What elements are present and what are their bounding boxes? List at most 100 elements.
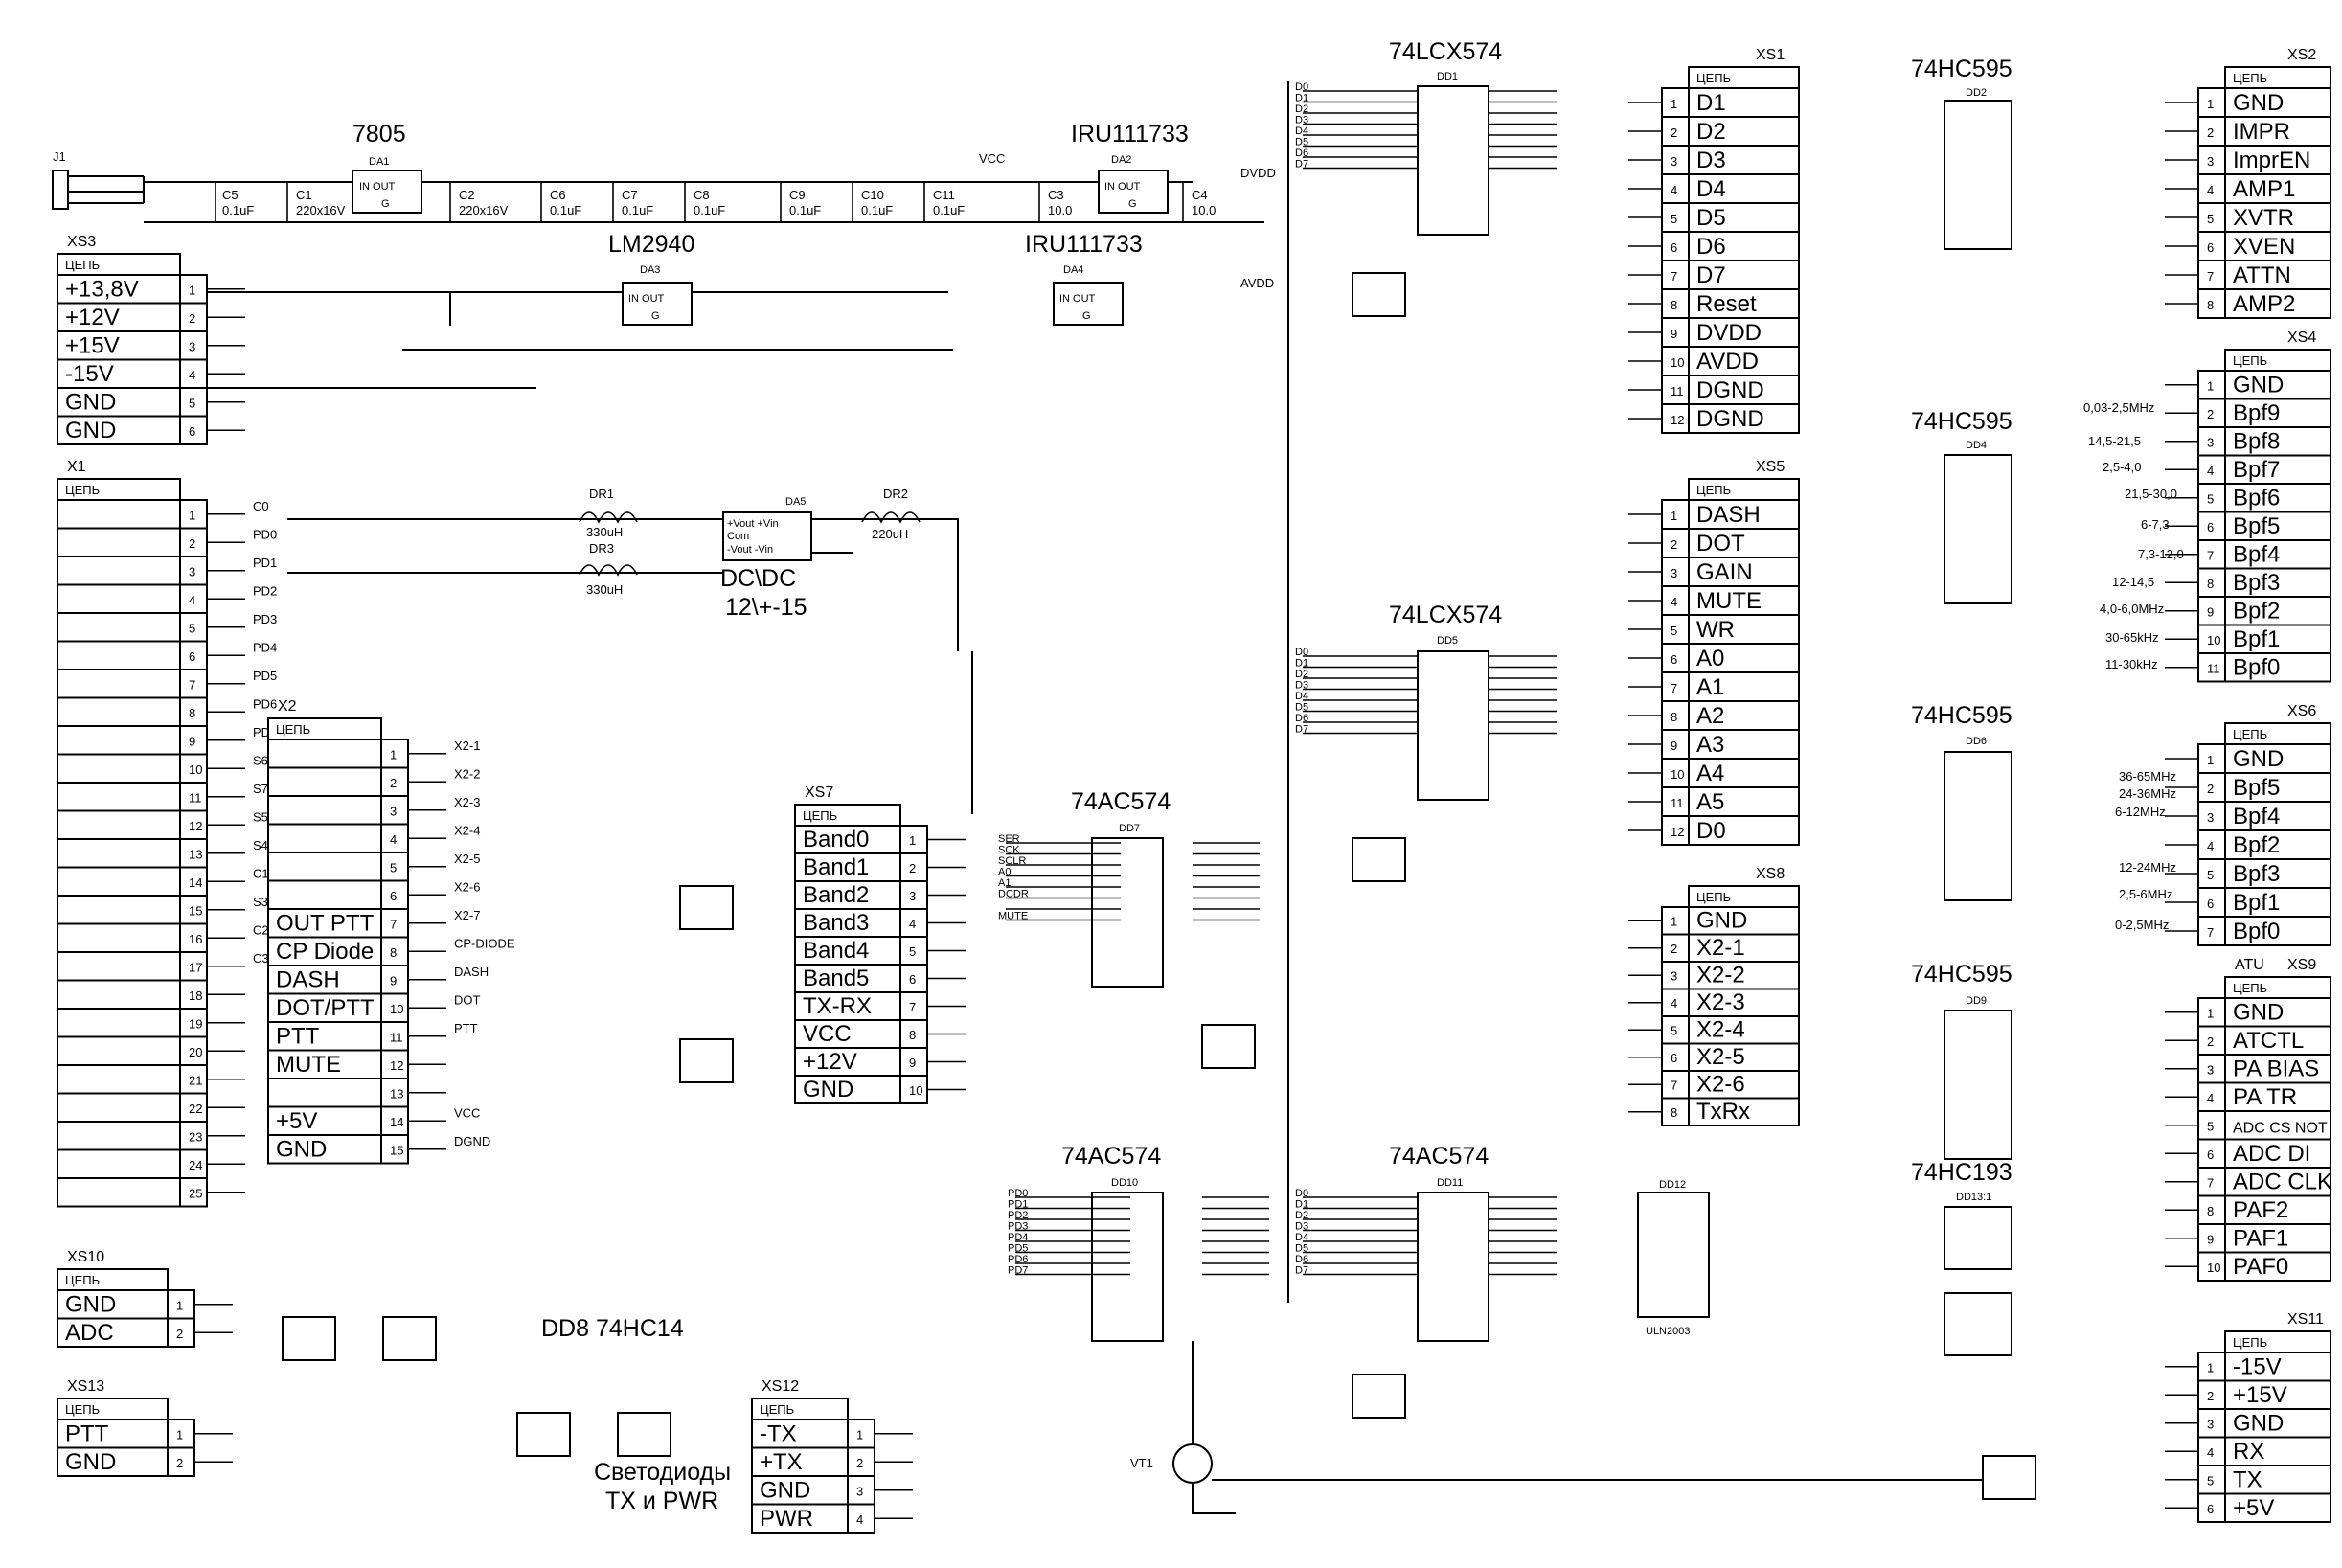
connector-row-label: Bpf4 — [2233, 542, 2280, 568]
connector-pin-number: 1 — [2207, 1361, 2214, 1375]
chip-net-label: D5 — [1295, 137, 1308, 148]
connector-pin-number: 6 — [2207, 520, 2214, 534]
regulator-iru-1 — [1098, 170, 1169, 214]
connector-row-label: Band2 — [803, 882, 869, 908]
connector-row-label: D4 — [1696, 176, 1726, 202]
connector-row-label: Reset — [1696, 291, 1757, 317]
connector-pin-number: 6 — [1671, 1051, 1677, 1065]
connector-cell — [57, 866, 181, 897]
connector-cell — [2224, 1054, 2331, 1084]
connector-row-label: IMPR — [2233, 119, 2290, 145]
chip-net-label: D3 — [1295, 680, 1308, 692]
connector-header: ЦЕПЬ — [65, 1402, 100, 1417]
connector-pin-number: 2 — [2207, 407, 2214, 421]
schmitt-gate-icon — [1352, 837, 1406, 882]
connector-row-label: Bpf6 — [2233, 486, 2280, 511]
connector-cell — [1688, 231, 1800, 261]
connector-pin-number: 1 — [2207, 753, 2214, 767]
regulator-title: LM2940 — [608, 231, 694, 258]
connector-row-label: GND — [2233, 746, 2284, 772]
connector-pin-number: 1 — [189, 509, 195, 523]
connector-row-label: +12V — [803, 1049, 857, 1075]
schmitt-gates — [282, 272, 2036, 1500]
connector-pin-number: 2 — [1671, 125, 1677, 140]
connector-id: XS2 — [2287, 47, 2316, 63]
connector-pin-number: 2 — [2207, 782, 2214, 796]
connector-cell — [1688, 729, 1800, 760]
chip-ref: DD5 — [1437, 635, 1458, 647]
connector-row-label: ADC DI — [2233, 1141, 2310, 1167]
connector-pin-number: 23 — [189, 1130, 202, 1145]
chip-title: 74HC595 — [1911, 961, 2012, 988]
connector-cell — [2224, 1251, 2331, 1282]
svg-text:IN OUT: IN OUT — [628, 293, 665, 305]
connector-id: XS8 — [1756, 866, 1785, 882]
connector-row-label: DOT/PTT — [276, 995, 375, 1021]
connector-id: XS7 — [805, 784, 833, 801]
connector-pin-cell — [2197, 1167, 2226, 1197]
xs4-frequency-labels: 0,03-2,5MHz14,5-21,52,5-4,021,5-30,06-7,… — [2083, 400, 2184, 671]
net-label: C0 — [253, 499, 269, 513]
connector-row-label: PTT — [65, 1421, 109, 1447]
connector-pin-number: 1 — [1671, 915, 1677, 929]
bpf-frequency-label: 2,5-4,0 — [2103, 460, 2141, 474]
connector-pin-number: 6 — [1671, 652, 1677, 667]
connector-pin-cell — [2197, 260, 2226, 290]
connector-pin-number: 2 — [189, 536, 195, 551]
leds-note: Светодиоды — [594, 1459, 731, 1486]
connector-pin-number: 12 — [390, 1058, 403, 1073]
svg-text:+Vout +Vin: +Vout +Vin — [727, 518, 779, 530]
connector-pin-number: 4 — [1671, 996, 1677, 1011]
net-label: S6 — [253, 753, 268, 767]
connector-cell — [57, 499, 181, 530]
connector-row-label: DVDD — [1696, 320, 1762, 346]
net-label: X2-2 — [454, 766, 480, 781]
net-label: PD3 — [253, 612, 277, 626]
connector-pin-number: 3 — [2207, 1418, 2214, 1432]
connector-cell — [267, 1049, 382, 1079]
connector-pin-cell — [1661, 961, 1690, 990]
connector-pin-number: 4 — [1671, 595, 1677, 609]
chip-ref: DD10 — [1111, 1177, 1138, 1189]
connector-cell — [57, 895, 181, 925]
capacitor-value: 0.1uF — [861, 203, 893, 217]
connector-cell — [2224, 116, 2331, 147]
connector-cell — [2224, 1492, 2331, 1523]
connector-row-label: Bpf4 — [2233, 804, 2280, 829]
capacitor-value: 0.1uF — [933, 203, 965, 217]
connector-pin-number: 13 — [390, 1087, 403, 1102]
connector-pin-cell — [179, 415, 208, 445]
chip-net-label: D0 — [1295, 647, 1308, 658]
net-label: PD0 — [253, 527, 277, 541]
connector-cell — [1688, 1097, 1800, 1126]
regulator-7805 — [352, 170, 422, 214]
connector-pin-number: 2 — [856, 1456, 863, 1470]
chip-net-label: D7 — [1295, 724, 1308, 736]
connector-cell — [1688, 671, 1800, 702]
net-label: X2-3 — [454, 795, 480, 809]
connector-pin-cell — [1661, 1015, 1690, 1045]
connector-row-label: GND — [65, 418, 116, 443]
connector-pin-cell — [380, 852, 409, 882]
connector-cell — [57, 753, 181, 784]
net-label: VCC — [454, 1105, 480, 1120]
connector-pin-cell — [1661, 988, 1690, 1017]
connector-pin-cell — [1661, 1097, 1690, 1126]
connector-pin-number: 4 — [856, 1512, 863, 1527]
connector-pin-number: 5 — [2207, 1474, 2214, 1488]
connector-cell — [267, 1078, 382, 1108]
chip-net-label: PD3 — [1008, 1221, 1028, 1233]
connector-cell — [57, 951, 181, 982]
connector-pin-cell — [2197, 231, 2226, 261]
connector-cell — [267, 879, 382, 910]
regulator-ref: DA1 — [369, 156, 389, 168]
connector-header: ЦЕПЬ — [803, 808, 837, 823]
connector-pin-number: 1 — [909, 833, 916, 848]
chip-ref: DD9 — [1966, 995, 1987, 1007]
connector-cell — [57, 612, 181, 643]
connector-cell — [794, 880, 901, 910]
connector-row-label: Band3 — [803, 910, 869, 936]
